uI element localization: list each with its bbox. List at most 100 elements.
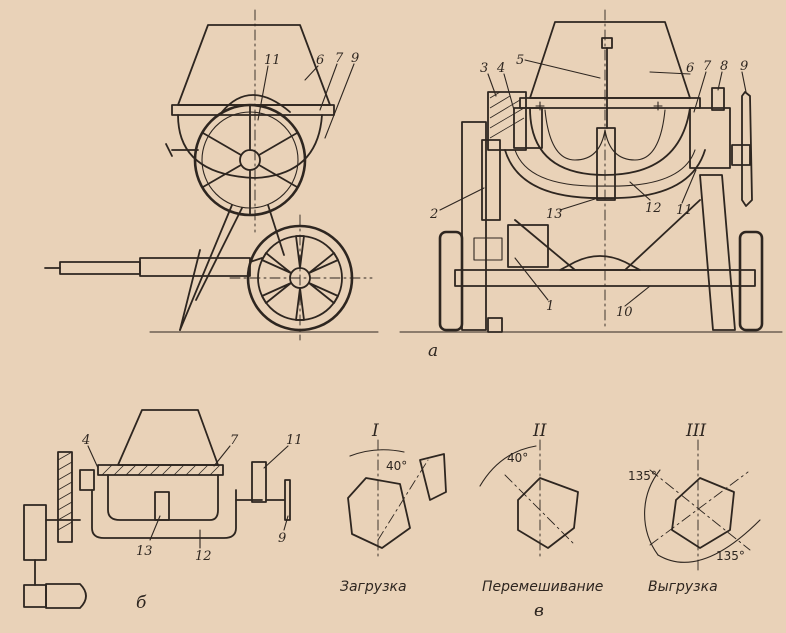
pos3-arc-bottom — [657, 519, 761, 563]
pos2-numeral: II — [532, 421, 547, 441]
scheme-label-13: 13 — [136, 544, 153, 559]
belt-drive — [481, 139, 501, 221]
drum-front-bowl — [529, 107, 691, 176]
pos2-caption: Перемешивание — [482, 579, 603, 595]
side-frame — [179, 204, 285, 331]
pos2-angle: 40° — [507, 451, 528, 465]
handwheel-spokes — [202, 104, 298, 216]
crank-handle — [165, 143, 199, 157]
pos1-arc — [349, 449, 405, 457]
right-column — [699, 174, 736, 331]
pulley — [473, 237, 503, 261]
scheme-shaft — [154, 491, 170, 521]
scheme-pinion-shaft — [57, 451, 73, 543]
side-label-9: 9 — [351, 51, 359, 66]
top-gear — [221, 94, 291, 113]
position-unloading: III 135° 135° Выгрузка — [628, 421, 761, 595]
central-shaft — [596, 127, 616, 201]
scheme-label-9: 9 — [278, 531, 286, 546]
pos3-numeral: III — [685, 421, 706, 441]
front-label-7: 7 — [703, 59, 712, 74]
scheme-belt-pulley — [23, 504, 47, 561]
pos1-cone — [419, 453, 447, 501]
scheme-label-4: 4 — [81, 433, 90, 448]
bevel-pinion — [513, 107, 543, 149]
front-view: 3 4 5 6 7 8 9 2 13 12 11 1 10 а — [399, 9, 783, 361]
scheme-motor — [45, 583, 87, 609]
scheme-pinion-hatch — [57, 451, 73, 531]
front-label-10: 10 — [616, 305, 633, 320]
side-label-7: 7 — [335, 51, 344, 66]
scheme-drum-cone — [117, 409, 219, 466]
left-column — [461, 121, 487, 331]
position-loading: I 40° Загрузка — [340, 421, 447, 595]
drum-front-cone — [529, 21, 691, 99]
pos2-tilted-axis — [504, 474, 576, 546]
front-label-5: 5 — [516, 53, 524, 68]
pos1-numeral: I — [371, 421, 379, 441]
left-wheel — [438, 230, 464, 332]
scheme-handwheel — [265, 479, 291, 521]
scheme-label-12: 12 — [195, 549, 212, 564]
scheme-leaders — [87, 445, 289, 549]
front-label-1: 1 — [546, 299, 554, 314]
pos3-angle-1: 135° — [628, 469, 657, 483]
scheme-cradle — [91, 489, 237, 539]
scheme-label-7: 7 — [230, 433, 239, 448]
pos2-arc — [479, 445, 537, 487]
front-label-2: 2 — [429, 207, 438, 222]
side-label-11: 11 — [264, 53, 281, 68]
handwheel-edge — [741, 91, 753, 207]
scheme-ring-gear-hatch — [101, 464, 221, 476]
side-label-6: 6 — [316, 53, 324, 68]
pos3-arc-left — [644, 469, 661, 556]
front-label-8: 8 — [720, 59, 728, 74]
kinematic-scheme: 4 7 11 13 12 9 б — [23, 409, 303, 613]
right-wheel — [738, 230, 764, 332]
pos3-axis-b — [649, 471, 749, 546]
pos1-angle: 40° — [386, 459, 407, 473]
position-mixing: II 40° Перемешивание — [479, 421, 603, 595]
electric-motor — [507, 224, 549, 268]
front-label-13: 13 — [546, 207, 563, 222]
front-label-9: 9 — [740, 59, 748, 74]
pos1-caption: Загрузка — [340, 579, 407, 595]
drawbar — [44, 257, 263, 277]
right-gearbox — [689, 107, 731, 169]
front-label-3: 3 — [480, 61, 488, 76]
section-label-b: б — [136, 593, 147, 613]
front-leaders — [439, 59, 747, 307]
handwheel-hub-front — [731, 144, 751, 166]
stand-foot — [487, 317, 503, 333]
front-label-11: 11 — [676, 203, 693, 218]
section-label-a: а — [428, 341, 438, 361]
front-label-4: 4 — [496, 61, 505, 76]
front-label-6: 6 — [686, 61, 694, 76]
drum-positions: I 40° Загрузка II 40° Перемешивание III … — [340, 421, 761, 621]
front-braces — [514, 199, 701, 271]
scheme-bevel-pinion — [79, 469, 95, 491]
scheme-drum-bowl — [107, 474, 219, 521]
drum-rim — [171, 104, 335, 116]
scheme-label-11: 11 — [286, 433, 303, 448]
drum-front-rim — [519, 97, 701, 109]
section-label-v: в — [534, 601, 544, 621]
pos3-axis-a — [649, 469, 751, 551]
pos2-drum — [517, 477, 579, 549]
handwheel-hub — [239, 149, 261, 171]
side-view: 11 6 7 9 — [44, 9, 379, 341]
scheme-right-gear — [251, 461, 267, 503]
scheme-ring-gear — [97, 464, 224, 476]
pos3-angle-2: 135° — [716, 549, 745, 563]
side-leaders — [257, 63, 355, 139]
left-gearbox-hatch — [489, 91, 525, 139]
top-cap — [601, 37, 613, 49]
pos1-drum — [347, 477, 411, 549]
scheme-motor-coupling — [23, 584, 47, 608]
pos3-drum — [671, 477, 735, 549]
front-label-12: 12 — [645, 201, 662, 216]
pos3-caption: Выгрузка — [648, 579, 718, 595]
drum-cone — [177, 24, 331, 106]
